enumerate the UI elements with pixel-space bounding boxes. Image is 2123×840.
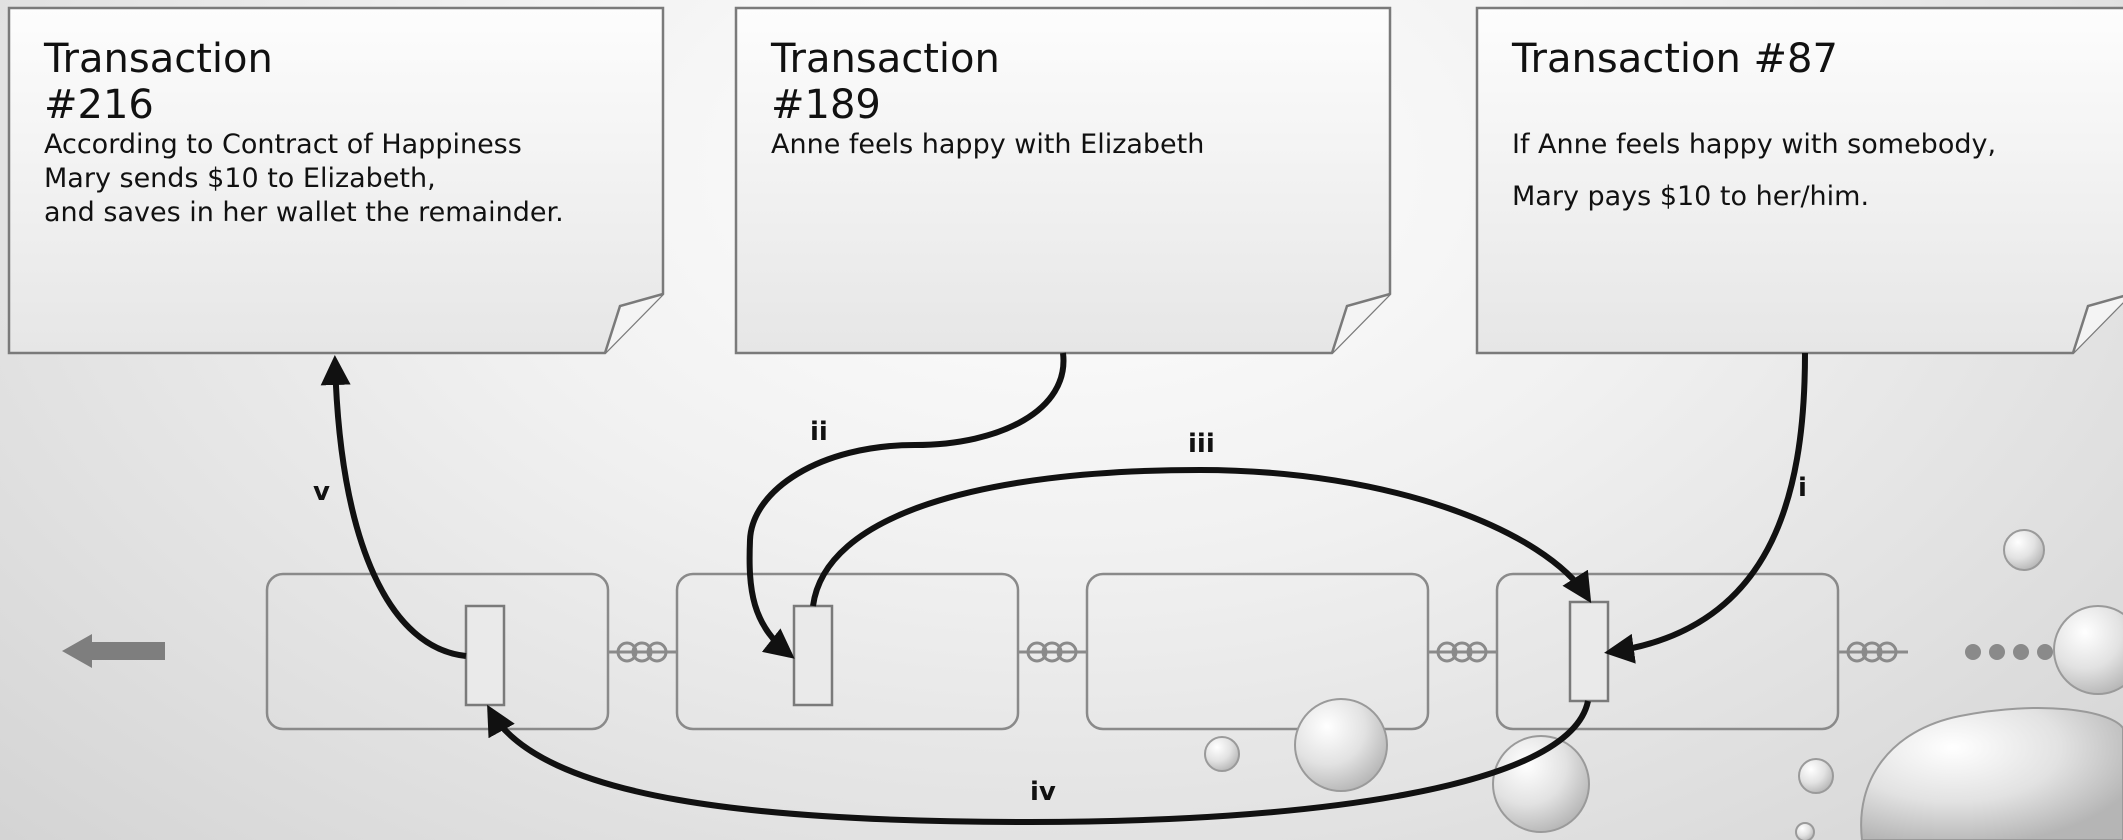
block-3 [1085,572,1430,731]
tx-marker-216 [464,604,506,707]
ellipsis-dots-icon [1965,644,2053,660]
note-transaction-87 [1475,6,2123,355]
note-87-body-line2: Mary pays $10 to her/him. [1512,181,1870,212]
block-2 [675,572,1020,731]
arrow-label-v: v [313,477,330,507]
note-87-text: Transaction #87 If Anne feels happy with… [1512,36,2102,214]
arrow-iii [810,466,1592,607]
note-216-body-line1: According to Contract of Happiness [44,129,522,160]
note-189-text: Transaction #189 Anne feels happy with E… [771,36,1361,162]
tx-marker-189 [792,604,834,707]
note-87-body-line1: If Anne feels happy with somebody, [1512,129,1997,160]
note-189-title-line1: Transaction [771,36,1000,82]
arrow-iv [487,700,1591,826]
arrow-label-ii: ii [810,417,828,447]
note-216-text: Transaction #216 According to Contract o… [44,36,634,230]
arrow-i [1604,352,1808,664]
tx-marker-87 [1568,600,1610,703]
arrow-label-i: i [1798,473,1807,503]
note-216-title-line1: Transaction [44,36,273,82]
arrow-label-iii: iii [1188,429,1215,459]
block-1 [265,572,610,731]
arrow-v [320,355,467,659]
chain-link-icon [1018,641,1087,663]
note-189-title-line2: #189 [771,82,881,128]
block-4 [1495,572,1840,731]
note-189-body-line1: Anne feels happy with Elizabeth [771,129,1205,160]
chain-link-icon [1838,641,1908,663]
water-drop-icon [1204,529,2123,840]
arrow-label-iv: iv [1030,777,1056,807]
chain-link-icon [1428,641,1497,663]
note-87-title: Transaction #87 [1512,36,1838,82]
note-transaction-216 [7,6,665,355]
note-transaction-189 [734,6,1392,355]
note-216-body-line2: Mary sends $10 to Elizabeth, [44,163,436,194]
note-216-title-line2: #216 [44,82,154,128]
arrow-ii [746,352,1067,659]
note-216-body-line3: and saves in her wallet the remainder. [44,197,564,228]
left-arrow-icon [62,634,165,668]
chain-link-icon [608,641,677,663]
